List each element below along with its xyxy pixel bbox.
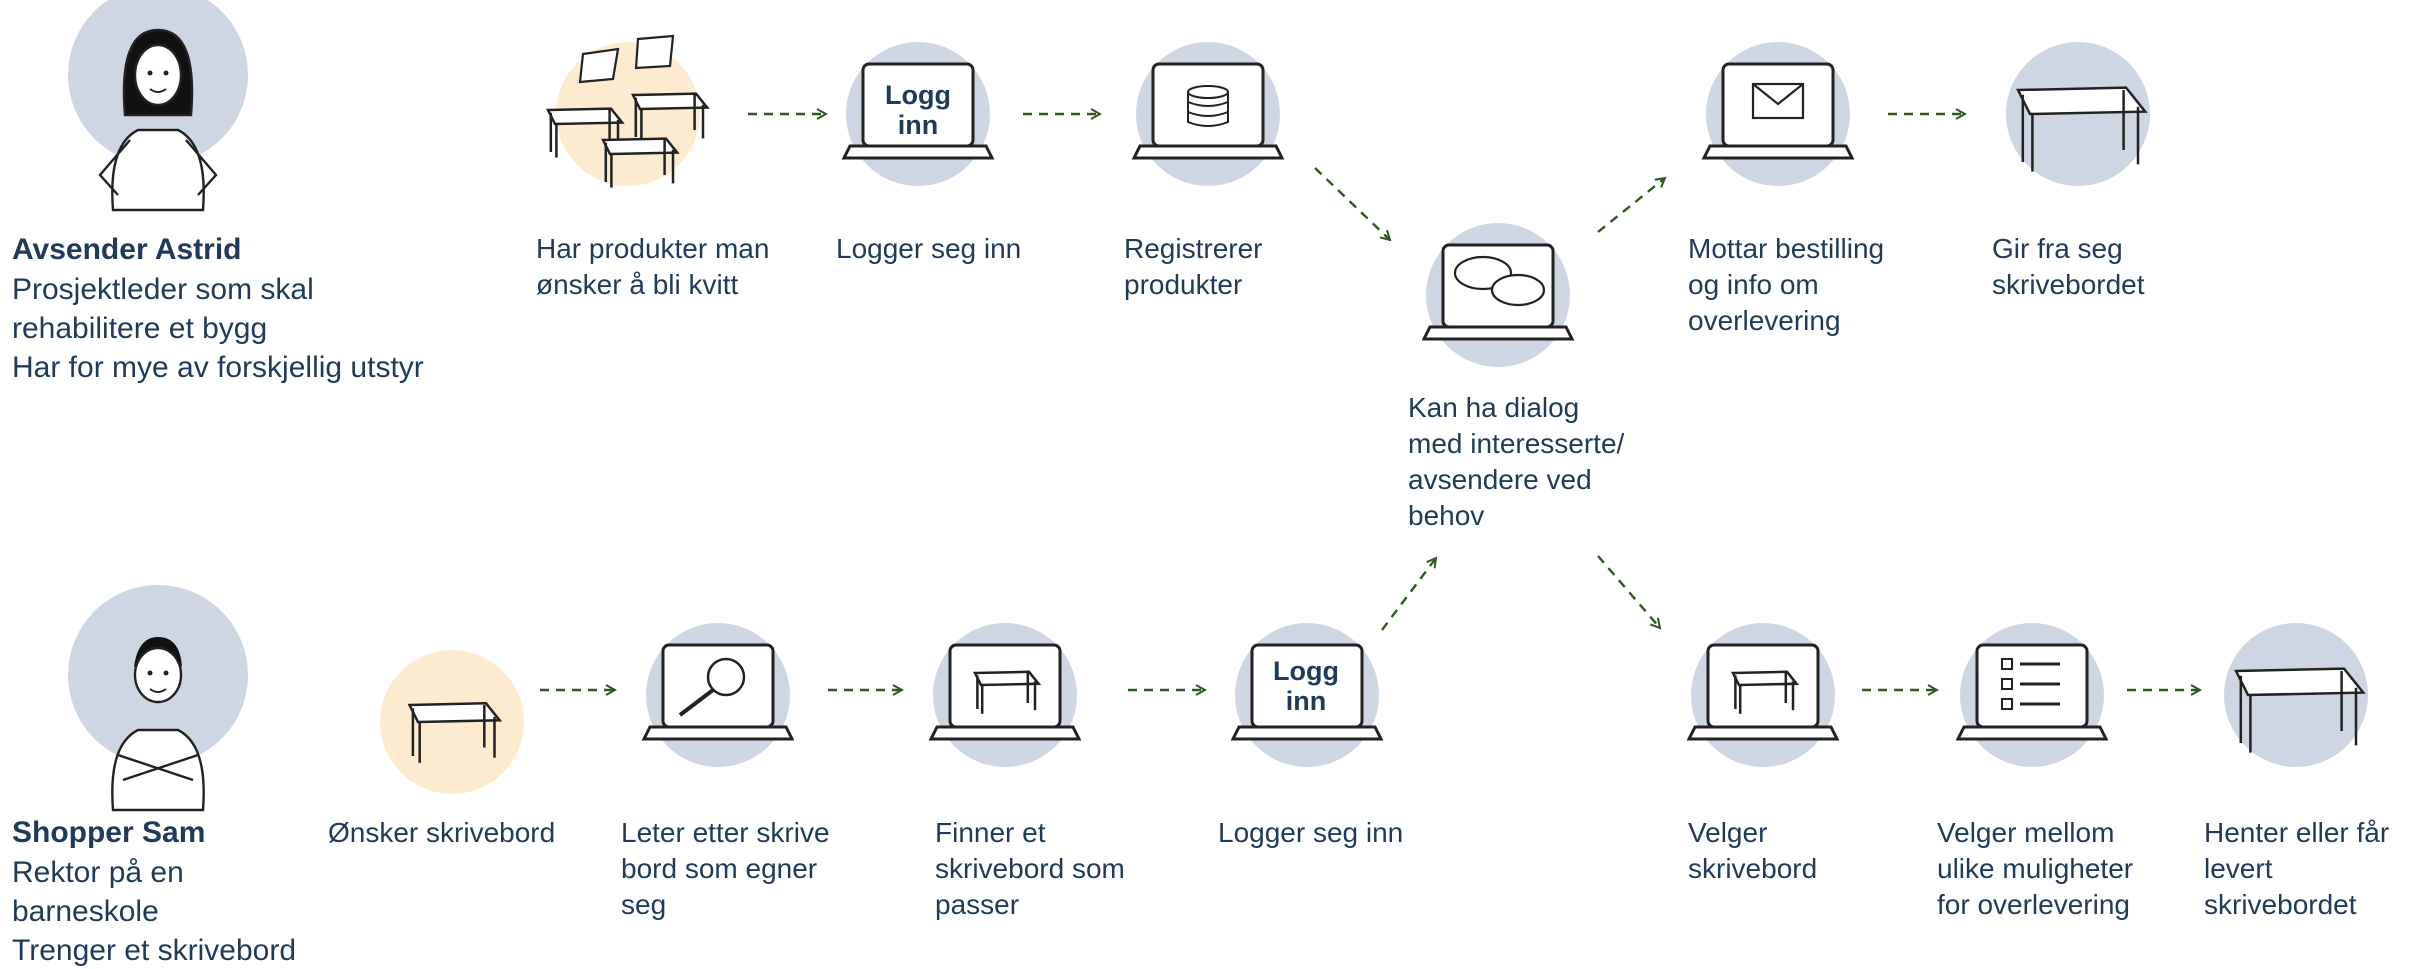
laptop-login-icon xyxy=(841,62,995,160)
persona-desc-astrid: Prosjektleder som skal rehabilitere et b… xyxy=(12,273,424,384)
desk-icon xyxy=(407,702,503,763)
furniture-pile-icon xyxy=(545,34,710,188)
arrow-mid-s5 xyxy=(1597,555,1660,628)
laptop-database-icon xyxy=(1131,62,1285,160)
step-label-a2: Logger seg inn xyxy=(836,233,1022,264)
arrow-mid-a5 xyxy=(1597,178,1665,233)
laptop-login-icon xyxy=(1230,643,1384,741)
step-label-s1: Ønsker skrivebord xyxy=(328,817,556,848)
step-label-s5: Velger skrivebord xyxy=(1688,817,1818,884)
login-screen-text-a2: Logg inn xyxy=(885,80,951,140)
woman-avatar-icon xyxy=(98,28,218,212)
laptop-checklist-icon xyxy=(1955,643,2109,741)
step-label-a1: Har produkter man ønsker å bli kvitt xyxy=(536,233,770,300)
persona-desc-sam: Rektor på en barneskole Trenger et skriv… xyxy=(12,856,297,967)
laptop-desk-icon xyxy=(928,643,1082,741)
laptop-chat-icon xyxy=(1421,243,1575,341)
laptop-search-icon xyxy=(641,643,795,741)
desk-icon xyxy=(2233,667,2366,753)
step-label-s3: Finner et skrivebord som passer xyxy=(935,817,1125,920)
step-label-s2: Leter etter skrive bord som egner seg xyxy=(621,817,830,920)
laptop-mail-icon xyxy=(1701,62,1855,160)
step-label-a5: Mottar bestilling og info om overleverin… xyxy=(1688,233,1885,336)
arrow-a3-mid xyxy=(1314,167,1390,240)
arrow-s4-mid xyxy=(1381,558,1436,631)
persona-name-astrid: Avsender Astrid xyxy=(12,233,242,266)
desk-icon xyxy=(2015,86,2148,172)
step-label-mid: Kan ha dialog med interesserte/ avsender… xyxy=(1408,392,1625,531)
persona-name-sam: Shopper Sam xyxy=(12,816,206,849)
laptop-desk-icon xyxy=(1686,643,1840,741)
man-avatar-icon xyxy=(111,637,205,812)
step-label-s7: Henter eller får levert skrivebordet xyxy=(2204,817,2390,920)
step-label-s4: Logger seg inn xyxy=(1218,817,1404,848)
login-screen-text-s4: Logg inn xyxy=(1273,656,1339,716)
step-label-s6: Velger mellom ulike muligheter for overl… xyxy=(1937,817,2134,920)
step-label-a3: Registrerer produkter xyxy=(1124,233,1263,300)
step-label-a6: Gir fra seg skrivebordet xyxy=(1992,233,2145,300)
